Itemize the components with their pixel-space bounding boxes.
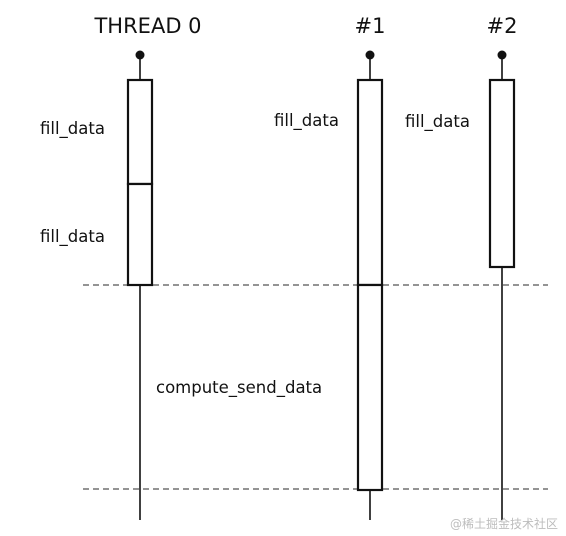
- thread-1-block-1-label: fill_data: [274, 111, 339, 131]
- thread-2-title: #2: [487, 14, 518, 38]
- thread-1-title: #1: [355, 14, 386, 38]
- thread-0-block-1-label: fill_data: [40, 119, 105, 139]
- thread-1-column: #1 fill_data compute_send_data: [156, 14, 385, 520]
- thread-0-block-fill-data-2: [126, 182, 154, 287]
- thread-2-column: #2 fill_data: [405, 14, 517, 520]
- thread-0-block-fill-data-1: [126, 78, 154, 186]
- thread-2-block-fill-data: [488, 78, 516, 269]
- thread-0-title: THREAD 0: [93, 14, 201, 38]
- thread-1-block-2-label: compute_send_data: [156, 378, 322, 398]
- thread-2-block-1-label: fill_data: [405, 112, 470, 132]
- thread-1-block-fill-data: [356, 78, 384, 287]
- thread-1-block-compute-send-data: [356, 283, 384, 492]
- thread-0-column: THREAD 0 fill_data fill_data: [40, 14, 202, 520]
- thread-0-block-2-label: fill_data: [40, 227, 105, 247]
- watermark: @稀土掘金技术社区: [450, 516, 558, 531]
